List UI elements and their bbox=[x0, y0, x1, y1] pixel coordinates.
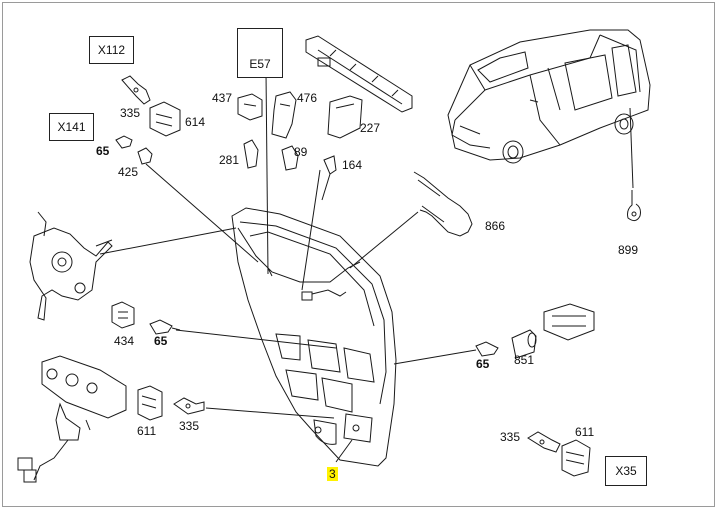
part-label-3-highlighted: 3 bbox=[327, 467, 338, 481]
part-65-right bbox=[475, 341, 499, 357]
part-lamp bbox=[543, 303, 595, 341]
part-label-437: 437 bbox=[212, 91, 233, 105]
tailgate-panel bbox=[231, 207, 397, 467]
part-611-right bbox=[561, 439, 591, 477]
van-illustration bbox=[447, 29, 651, 164]
part-label-335-right: 335 bbox=[500, 430, 521, 444]
part-437 bbox=[237, 93, 263, 121]
part-label-65-mid: 65 bbox=[154, 334, 168, 348]
connector-x112-box: X112 bbox=[89, 36, 134, 64]
part-434 bbox=[111, 301, 135, 329]
connector-x141-box: X141 bbox=[49, 113, 94, 141]
diagram-frame bbox=[2, 2, 715, 507]
part-label-335-mid: 335 bbox=[179, 419, 200, 433]
connector-e57-label: E57 bbox=[249, 57, 271, 71]
part-label-851: 851 bbox=[514, 353, 535, 367]
part-label-614: 614 bbox=[185, 115, 206, 129]
leader-lines bbox=[99, 71, 477, 463]
part-164 bbox=[321, 155, 337, 201]
lock-motor bbox=[17, 355, 127, 483]
part-476 bbox=[271, 91, 297, 139]
part-851 bbox=[511, 329, 537, 359]
part-label-434: 434 bbox=[114, 334, 135, 348]
part-65-mid bbox=[149, 319, 181, 335]
part-614 bbox=[149, 101, 181, 137]
part-label-611-right: 611 bbox=[575, 425, 595, 439]
part-label-899: 899 bbox=[618, 243, 639, 257]
part-425 bbox=[137, 147, 153, 165]
part-335-top bbox=[121, 75, 151, 105]
connector-x141-label: X141 bbox=[57, 120, 86, 134]
part-899-clip bbox=[627, 107, 641, 222]
part-label-164: 164 bbox=[342, 158, 363, 172]
part-335-mid bbox=[173, 397, 205, 415]
part-label-611-left: 611 bbox=[137, 424, 157, 438]
part-611-left bbox=[137, 385, 163, 421]
part-label-65-right: 65 bbox=[476, 357, 490, 371]
part-label-335-top: 335 bbox=[120, 106, 141, 120]
connector-e57-box: E57 bbox=[237, 28, 283, 78]
connector-x35-box: X35 bbox=[605, 456, 647, 486]
part-227 bbox=[327, 95, 363, 139]
connector-x35-label: X35 bbox=[615, 464, 637, 478]
part-label-227: 227 bbox=[360, 121, 381, 135]
part-label-89: 89 bbox=[294, 145, 308, 159]
part-label-281: 281 bbox=[219, 153, 240, 167]
connector-x112-label: X112 bbox=[97, 43, 126, 57]
part-335-right bbox=[527, 431, 561, 453]
wiper-motor bbox=[29, 211, 113, 321]
part-89 bbox=[281, 145, 299, 171]
part-65-left bbox=[115, 135, 133, 149]
part-281 bbox=[243, 139, 259, 169]
part-label-866: 866 bbox=[485, 219, 506, 233]
part-label-425: 425 bbox=[118, 165, 139, 179]
part-866-cable bbox=[413, 171, 473, 237]
part-label-65-left: 65 bbox=[96, 144, 110, 158]
part-rail bbox=[305, 35, 413, 113]
part-label-476: 476 bbox=[297, 91, 318, 105]
